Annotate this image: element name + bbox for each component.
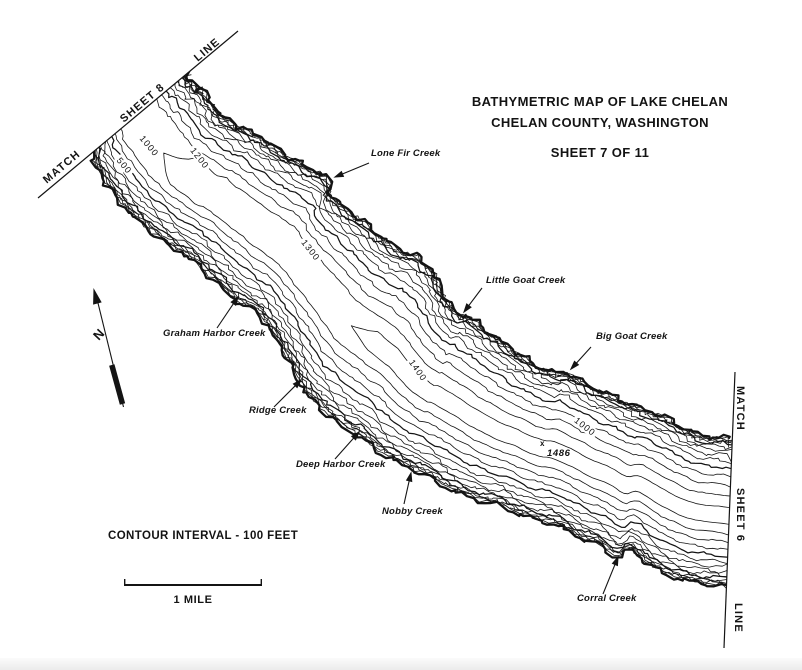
- depth-contour: [185, 65, 731, 441]
- map-title-block: BATHYMETRIC MAP OF LAKE CHELAN CHELAN CO…: [440, 95, 760, 160]
- depth-contour: [89, 148, 735, 588]
- matchline-label-sheet6: SHEET 6: [734, 488, 746, 543]
- depth-contour: [98, 125, 735, 578]
- depth-contour: [161, 86, 741, 472]
- max-depth-marker: x: [540, 439, 545, 448]
- depth-contour: [81, 135, 748, 580]
- depth-contour: [163, 152, 737, 538]
- depth-contour: [93, 137, 734, 592]
- sheet-number: SHEET 7 OF 11: [550, 145, 650, 160]
- north-arrow-icon: [93, 288, 126, 408]
- creek-label-corral: Corral Creek: [577, 593, 637, 604]
- lake-contours-group: [81, 59, 748, 595]
- map-title: BATHYMETRIC MAP OF LAKE CHELAN: [471, 94, 729, 109]
- matchline-label-line-right: LINE: [732, 603, 744, 633]
- depth-contour: [104, 128, 730, 568]
- creek-label-nobby: Nobby Creek: [382, 506, 443, 517]
- creek-label-lone-fir: Lone Fir Creek: [371, 148, 441, 159]
- depth-contour: [104, 122, 740, 559]
- creek-label-ridge: Ridge Creek: [249, 405, 307, 416]
- contour-interval-note: CONTOUR INTERVAL - 100 FEET: [108, 530, 299, 542]
- creek-arrow-little-goat: [462, 287, 483, 314]
- depth-contour: [92, 142, 733, 595]
- depth-contour: [166, 68, 748, 444]
- creek-arrow-corral: [602, 555, 619, 595]
- matchline-label-match-right: MATCH: [734, 386, 746, 431]
- creek-arrow-graham-harbor: [216, 295, 239, 329]
- depth-contour: [153, 88, 739, 491]
- max-depth-value: 1486: [547, 448, 571, 459]
- depth-contour: [174, 64, 744, 450]
- window-bottom-strip: [0, 658, 802, 670]
- depth-contour: [112, 118, 742, 548]
- depth-contour: [92, 127, 742, 574]
- depth-contour: [103, 121, 735, 566]
- creek-arrow-lone-fir: [333, 162, 370, 178]
- creek-arrow-nobby: [403, 471, 413, 505]
- match-line-right: [723, 371, 736, 649]
- depth-contour: [172, 73, 741, 452]
- depth-contour: [152, 88, 744, 483]
- depth-contour: [174, 73, 732, 463]
- creek-arrows: [216, 162, 619, 595]
- creek-label-graham-harbor: Graham Harbor Creek: [163, 328, 266, 339]
- match-line-top-left: [37, 30, 239, 199]
- depth-contour: [156, 76, 748, 470]
- depth-contour: [109, 124, 738, 552]
- creek-label-big-goat: Big Goat Creek: [596, 331, 668, 342]
- creek-arrow-deep-harbor: [334, 430, 361, 460]
- scale-bar: [123, 579, 262, 586]
- creek-label-little-goat: Little Goat Creek: [486, 275, 566, 286]
- depth-contour: [350, 325, 740, 526]
- depth-contour: [177, 63, 737, 450]
- creek-label-deep-harbor: Deep Harbor Creek: [296, 459, 386, 470]
- creek-arrow-big-goat: [569, 346, 592, 371]
- creek-arrow-ridge: [273, 378, 303, 408]
- scale-bar-label: 1 MILE: [173, 594, 213, 606]
- map-subtitle: CHELAN COUNTY, WASHINGTON: [491, 115, 709, 130]
